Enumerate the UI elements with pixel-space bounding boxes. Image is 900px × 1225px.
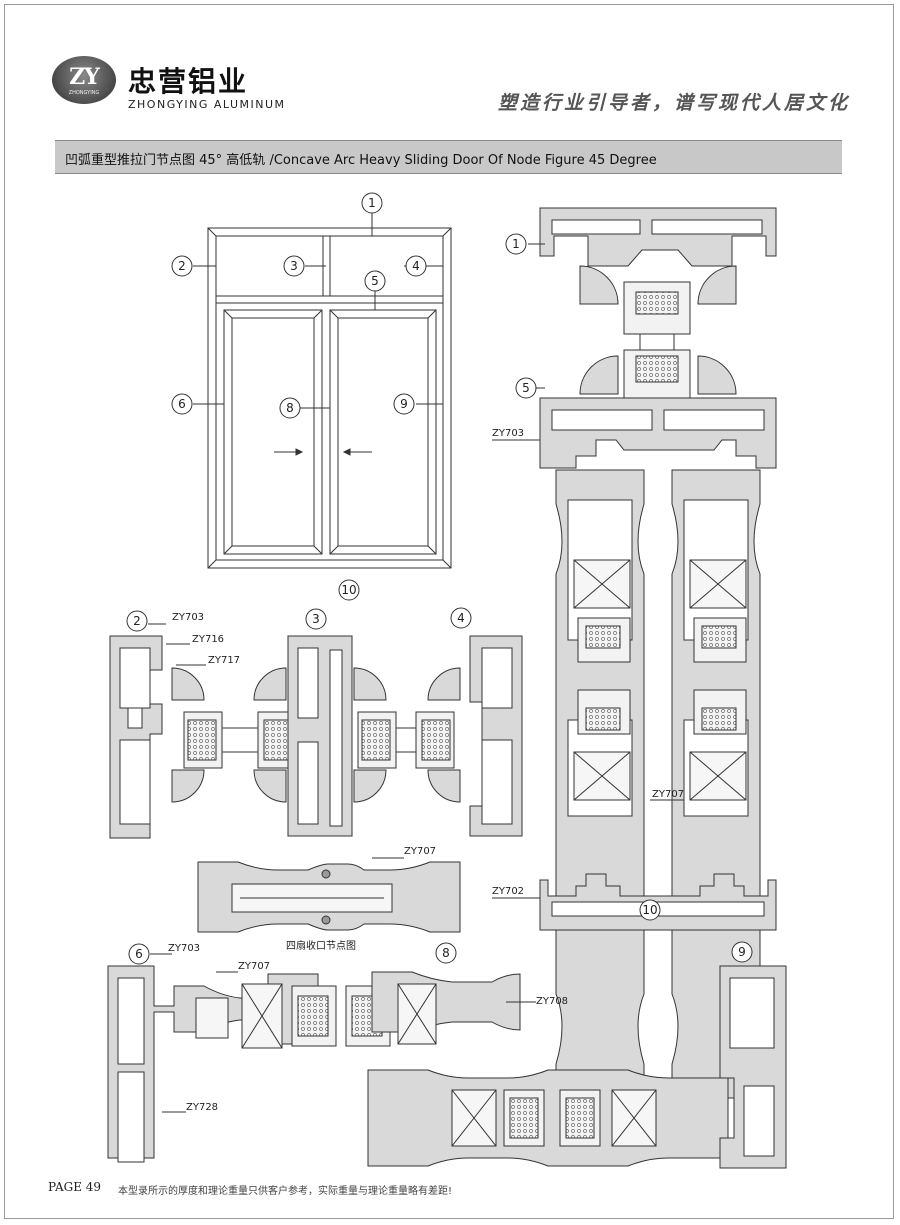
four-leaf-caption: 四扇收口节点图 [286,941,356,952]
vertical-section [492,207,777,1099]
bs-label-8: 8 [442,946,450,960]
bs-code-zy728: ZY728 [186,1102,218,1113]
vs-label-10: 10 [642,903,657,917]
vs-code-zy702: ZY702 [492,886,524,897]
callout-5: 5 [371,274,379,288]
elevation-callouts [171,192,427,601]
hs-code-zy717: ZY717 [208,655,240,666]
vs-label-1: 1 [512,237,520,251]
horizontal-sections-234 [109,623,523,839]
callout-8: 8 [286,401,294,415]
callout-1: 1 [368,196,376,210]
page-border [4,4,894,1219]
page-title: 凹弧重型推拉门节点图 45° 高低轨 /Concave Arc Heavy Sl… [65,149,657,168]
callout-6: 6 [178,397,186,411]
fl-code-zy707: ZY707 [404,846,436,857]
vs-label-5: 5 [522,381,530,395]
door-elevation [193,213,452,569]
hs-code-zy716: ZY716 [192,634,224,645]
hs-label-2: 2 [133,614,141,628]
four-leaf-node [197,857,461,933]
callout-4: 4 [412,259,420,273]
hs-label-4: 4 [457,611,465,625]
brand-name-en: ZHONGYING ALUMINUM [128,98,286,111]
title-bar: 凹弧重型推拉门节点图 45° 高低轨 /Concave Arc Heavy Sl… [55,140,842,174]
brand-name-cn: 忠营铝业 [128,65,249,98]
title-cn: 凹弧重型推拉门节点图 45° 高低轨 [65,153,266,168]
hs-label-3: 3 [312,612,320,626]
logo-sub: ZHONGYING [68,90,100,96]
bs-code-zy703: ZY703 [168,943,200,954]
brand-logo: ZY ZHONGYING [52,56,116,104]
horizontal-sections-689 [107,953,787,1169]
bs-code-zy708: ZY708 [536,996,568,1007]
page-number: PAGE 49 [48,1180,102,1194]
title-en: /Concave Arc Heavy Sliding Door Of Node … [269,153,657,168]
vs-code-zy707: ZY707 [652,789,684,800]
bs-label-6: 6 [135,947,143,961]
callout-2: 2 [178,259,186,273]
callout-9: 9 [400,397,408,411]
footer-note: 本型录所示的厚度和理论重量只供客户参考，实际重量与理论重量略有差距! [118,1186,453,1197]
callout-3: 3 [290,259,298,273]
vs-code-zy703: ZY703 [492,428,524,439]
slogan: 塑造行业引导者，谱写现代人居文化 [498,92,851,114]
hs-code-zy703: ZY703 [172,612,204,623]
logo-mark: ZY [69,64,100,90]
callout-10: 10 [341,583,356,597]
bs-code-zy707: ZY707 [238,961,270,972]
bs-label-9: 9 [738,945,746,959]
